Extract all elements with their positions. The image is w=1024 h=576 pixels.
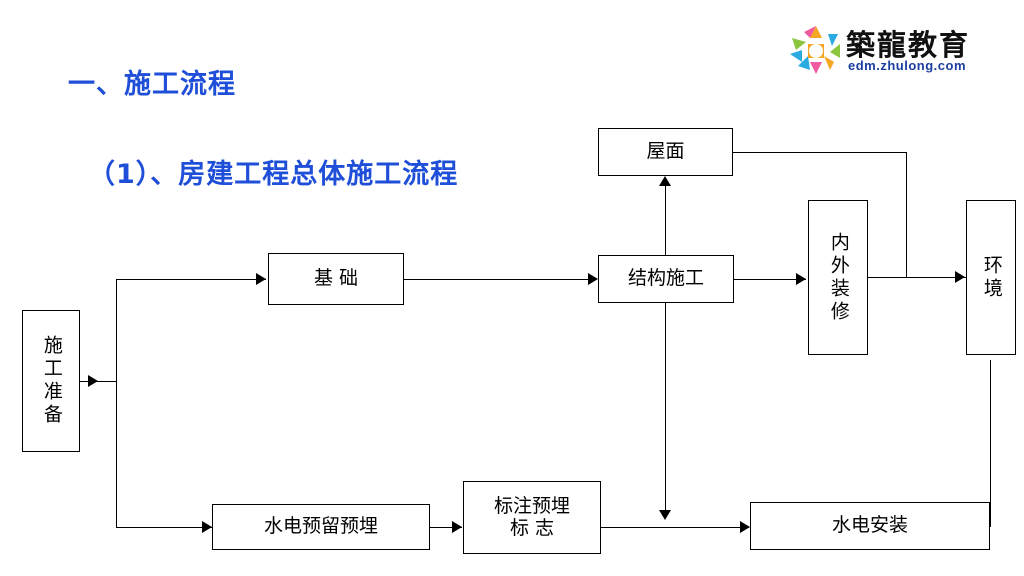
node-construction-preparation[interactable]: 施工准备: [22, 310, 80, 452]
edge-structure-down-arrowhead: [659, 510, 671, 520]
edge-foundation-to-structure: [404, 279, 596, 280]
node-foundation[interactable]: 基 础: [268, 253, 404, 305]
brand-url: edm.zhulong.com: [848, 58, 966, 73]
node-label: 结构施工: [627, 267, 704, 290]
node-mep-installation[interactable]: 水电安装: [750, 502, 990, 550]
edge-prep-to-foundation: [116, 279, 266, 280]
node-label: 水电安装: [831, 514, 908, 537]
node-mark-embed-sign[interactable]: 标注预埋 标 志: [463, 481, 601, 554]
edge-mep-reserve-to-mark: [430, 527, 462, 528]
node-roof[interactable]: 屋面: [598, 128, 733, 176]
edge-structure-arrowhead: [588, 273, 598, 285]
node-label: 内外装修: [827, 231, 850, 324]
edge-structure-down: [665, 302, 666, 516]
page-subtitle: （1）、房建工程总体施工流程: [88, 159, 459, 190]
edge-mark-to-mep-install: [601, 527, 749, 528]
edge-environment-arrowhead: [955, 271, 965, 283]
node-label: 水电预留预埋: [263, 515, 378, 538]
edge-mark-arrowhead: [452, 521, 462, 533]
edge-mep-install-arrowhead: [740, 521, 750, 533]
brand-name: 築龍教育: [846, 28, 971, 62]
node-environment[interactable]: 环境: [966, 200, 1016, 355]
edge-right-bus-vertical: [906, 152, 907, 277]
node-mep-reserve-embed[interactable]: 水电预留预埋: [212, 504, 430, 550]
edge-prep-out: [80, 381, 116, 382]
node-label-line-1: 标注预埋: [493, 494, 570, 517]
node-interior-exterior-decoration[interactable]: 内外装修: [808, 200, 868, 355]
edge-roof-arrowhead: [659, 176, 671, 186]
edge-prep-trunk: [116, 279, 117, 527]
edge-structure-to-decoration: [734, 279, 806, 280]
node-label: 屋面: [646, 140, 685, 163]
edge-mep-reserve-arrowhead: [202, 521, 212, 533]
node-label: 施工准备: [40, 335, 63, 427]
flower-logo-icon: [788, 24, 844, 78]
edge-prep-to-mep-reserve: [116, 527, 212, 528]
node-label: 环境: [980, 254, 1003, 301]
node-label-line-2: 标 志: [509, 516, 555, 539]
edge-decoration-arrowhead: [796, 273, 806, 285]
edge-foundation-arrowhead: [256, 273, 266, 285]
edge-mep-install-up: [990, 360, 991, 527]
node-label: 基 础: [313, 267, 359, 290]
brand-logo: 築龍教育 edm.zhulong.com: [788, 22, 1008, 82]
edge-roof-to-bus: [733, 152, 907, 153]
page-title: 一、施工流程: [68, 69, 236, 100]
edge-decoration-to-environment: [868, 277, 966, 278]
node-structure-construction[interactable]: 结构施工: [598, 255, 734, 303]
edge-structure-to-roof: [665, 178, 666, 256]
